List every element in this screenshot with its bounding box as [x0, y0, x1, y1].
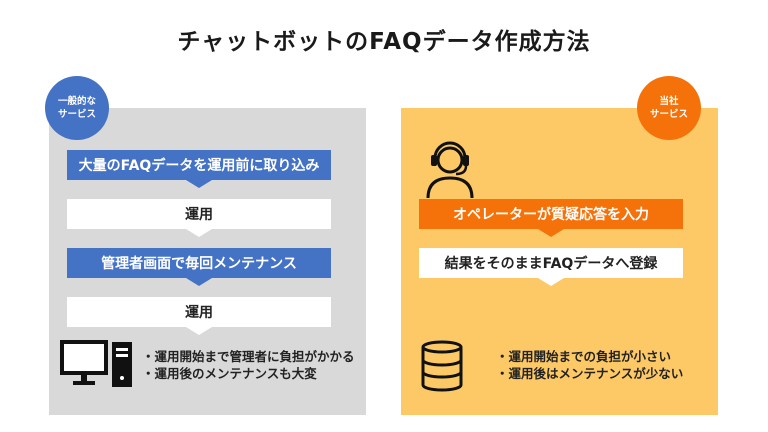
operator-headset-icon	[426, 141, 474, 199]
step-bulk-import: 大量のFAQデータを運用前に取り込み	[67, 150, 331, 180]
step-admin-maintenance-pointer	[186, 278, 212, 286]
our-service-notes: ・運用開始までの負担が小さい ・運用後はメンテナンスが少ない	[496, 348, 683, 382]
page-title: チャットボットのFAQデータ作成方法	[177, 29, 591, 55]
general-service-badge: 一般的な サービス	[45, 76, 109, 140]
general-service-note-1: ・運用開始まで管理者に負担がかかる	[142, 349, 355, 364]
step-operation-1-pointer	[186, 229, 212, 237]
general-service-badge-line1: 一般的な	[57, 96, 96, 107]
step-operator-input-pointer	[538, 229, 564, 237]
general-service-badge-line2: サービス	[57, 109, 96, 120]
general-service-note-2: ・運用後のメンテナンスも大変	[142, 366, 317, 381]
step-admin-maintenance: 管理者画面で毎回メンテナンス	[67, 248, 331, 278]
step-bulk-import-pointer	[186, 180, 212, 188]
step-operation-1: 運用	[67, 199, 331, 229]
step-operator-input: オペレーターが質疑応答を入力	[419, 199, 683, 229]
step-register-faq: 結果をそのままFAQデータへ登録	[419, 248, 683, 278]
our-service-note-1: ・運用開始までの負担が小さい	[496, 349, 672, 364]
step-register-faq-pointer	[538, 278, 564, 286]
our-service-badge: 当社 サービス	[637, 76, 701, 140]
desktop-computer-icon	[60, 340, 132, 387]
step-operation-2: 運用	[67, 297, 331, 327]
our-service-note-2: ・運用後はメンテナンスが少ない	[496, 366, 684, 381]
database-icon	[421, 340, 463, 392]
our-service-badge-line2: サービス	[649, 109, 688, 120]
general-service-notes: ・運用開始まで管理者に負担がかかる ・運用後のメンテナンスも大変	[142, 348, 355, 382]
our-service-badge-line1: 当社	[659, 96, 679, 107]
step-operation-2-pointer	[186, 327, 212, 335]
